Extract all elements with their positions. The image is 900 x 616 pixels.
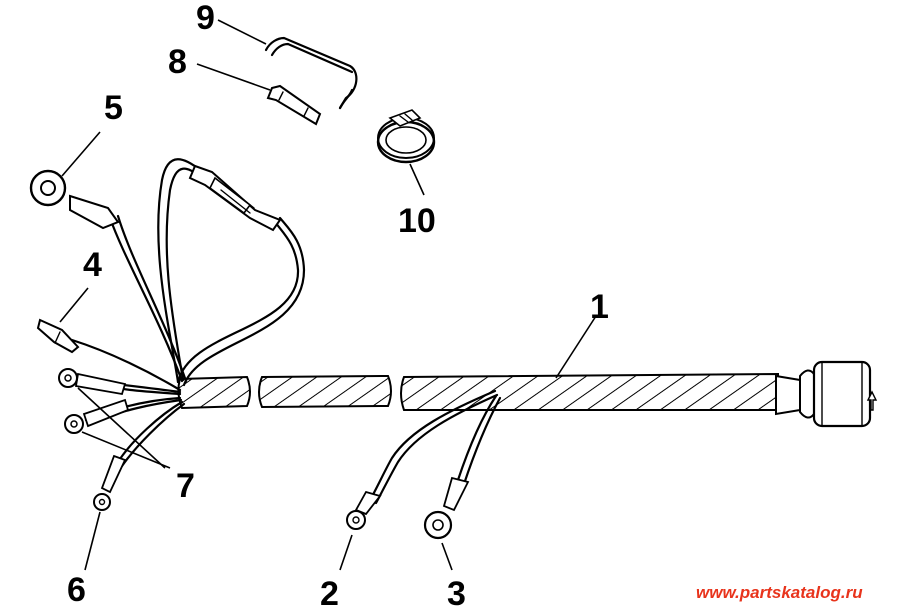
callout-5: 5 — [104, 89, 123, 127]
callout-3: 3 — [447, 575, 466, 613]
bracket-9 — [264, 36, 358, 110]
watermark-text: www.partskatalog.ru — [696, 583, 863, 602]
callout-4: 4 — [83, 246, 102, 284]
callout-2: 2 — [320, 575, 339, 613]
harness-sleeve — [177, 372, 779, 411]
ring-terminal-2 — [346, 389, 499, 530]
fuse-8 — [266, 84, 322, 126]
ring-terminal-6 — [93, 400, 186, 511]
ring-terminal-5 — [29, 169, 188, 383]
callout-1: 1 — [590, 288, 609, 326]
callout-10: 10 — [398, 202, 436, 240]
callout-8: 8 — [168, 43, 187, 81]
callout-7: 7 — [176, 467, 195, 505]
fuse-holder — [188, 164, 282, 232]
harness-connector — [775, 360, 878, 428]
ring-terminal-3 — [423, 394, 502, 540]
ring-terminals-7 — [58, 368, 183, 434]
spade-connector-4 — [36, 318, 182, 392]
leader-lines — [59, 19, 597, 571]
callout-6: 6 — [67, 571, 86, 609]
callout-9: 9 — [196, 0, 215, 37]
hose-clamp-10 — [376, 109, 436, 164]
